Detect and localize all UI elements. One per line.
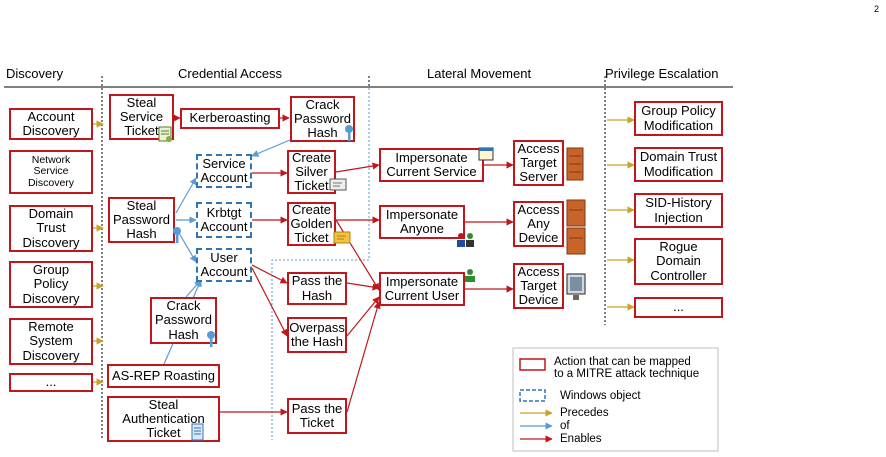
- steal-password-hash-box: Steal Password Hash: [108, 197, 175, 243]
- legend-enables-label: Enables: [560, 433, 602, 445]
- certificate-icon: [158, 126, 174, 144]
- header-discovery: Discovery: [6, 66, 64, 81]
- users-icon: [455, 232, 477, 248]
- enables-arrow: [251, 264, 288, 284]
- service-account-object: Service Account: [196, 154, 252, 188]
- pass-the-hash-box: Pass the Hash: [287, 272, 347, 305]
- user-account-object: User Account: [196, 248, 252, 282]
- impersonate-current-user-box: Impersonate Current User: [379, 272, 465, 306]
- server-icon: [565, 198, 589, 256]
- legend-action-label: Action that can be mapped to a MITRE att…: [554, 356, 700, 381]
- credential-region-outline: [271, 88, 370, 440]
- access-target-device-box: Access Target Device: [513, 263, 564, 309]
- monitor-icon: [565, 272, 589, 302]
- overpass-the-hash-box: Overpass the Hash: [287, 317, 347, 353]
- crack-password-hash-bottom-box: Crack Password Hash: [150, 297, 217, 344]
- create-silver-ticket-box: Create Silver Ticket: [287, 150, 336, 194]
- page-number: 2: [874, 4, 880, 14]
- legend-windows-object-label: Windows object: [560, 390, 641, 402]
- enables-arrow: [346, 282, 380, 291]
- domain-trust-modification-box: Domain Trust Modification: [634, 147, 723, 182]
- legend-of-label: of: [560, 420, 570, 432]
- enables-arrow: [346, 296, 380, 337]
- remote-system-discovery-box: Remote System Discovery: [9, 318, 93, 365]
- create-golden-ticket-box: Create Golden Ticket: [287, 202, 336, 246]
- asrep-roasting-box: AS-REP Roasting: [107, 364, 220, 388]
- key-icon: [171, 226, 183, 244]
- key-icon: [205, 330, 217, 348]
- of-arrow: [251, 139, 291, 157]
- of-arrow: [175, 177, 197, 214]
- domain-trust-discovery-box: Domain Trust Discovery: [9, 205, 93, 252]
- legend-frame: [512, 347, 719, 452]
- scroll-icon: [190, 422, 206, 442]
- user-icon: [463, 268, 477, 282]
- ticket-icon: [329, 178, 347, 191]
- privilege-more-box: ...: [634, 297, 723, 318]
- rogue-domain-controller-box: Rogue Domain Controller: [634, 238, 723, 285]
- header-credential-access: Credential Access: [178, 66, 283, 81]
- enables-arrow: [251, 267, 288, 337]
- ticket-icon: [333, 231, 351, 244]
- group-policy-discovery-box: Group Policy Discovery: [9, 261, 93, 308]
- window-icon: [478, 147, 494, 161]
- access-target-server-box: Access Target Server: [513, 140, 564, 186]
- group-policy-modification-box: Group Policy Modification: [634, 101, 723, 136]
- discovery-more-box: ...: [9, 373, 93, 392]
- pass-the-ticket-box: Pass the Ticket: [287, 398, 347, 434]
- impersonate-current-service-box: Impersonate Current Service: [379, 148, 484, 182]
- network-service-discovery-box: Network Service Discovery: [9, 150, 93, 194]
- header-lateral-movement: Lateral Movement: [427, 66, 532, 81]
- legend-precedes-label: Precedes: [560, 407, 609, 419]
- kerberoasting-box: Kerberoasting: [180, 108, 280, 129]
- access-any-device-box: Access Any Device: [513, 201, 564, 247]
- legend-action-swatch: [519, 358, 546, 371]
- key-icon: [343, 124, 355, 142]
- enables-arrow: [335, 162, 380, 173]
- account-discovery-box: Account Discovery: [9, 108, 93, 140]
- krbtgt-account-object: Krbtgt Account: [196, 202, 252, 238]
- crack-password-hash-top-box: Crack Password Hash: [290, 96, 355, 142]
- legend-object-swatch: [519, 389, 546, 402]
- server-icon: [565, 146, 587, 182]
- sid-history-injection-box: SID-History Injection: [634, 193, 723, 228]
- header-privilege-escalation: Privilege Escalation: [605, 66, 719, 81]
- of-arrow: [185, 279, 202, 298]
- impersonate-anyone-box: Impersonate Anyone: [379, 205, 465, 239]
- enables-arrow: [346, 301, 381, 413]
